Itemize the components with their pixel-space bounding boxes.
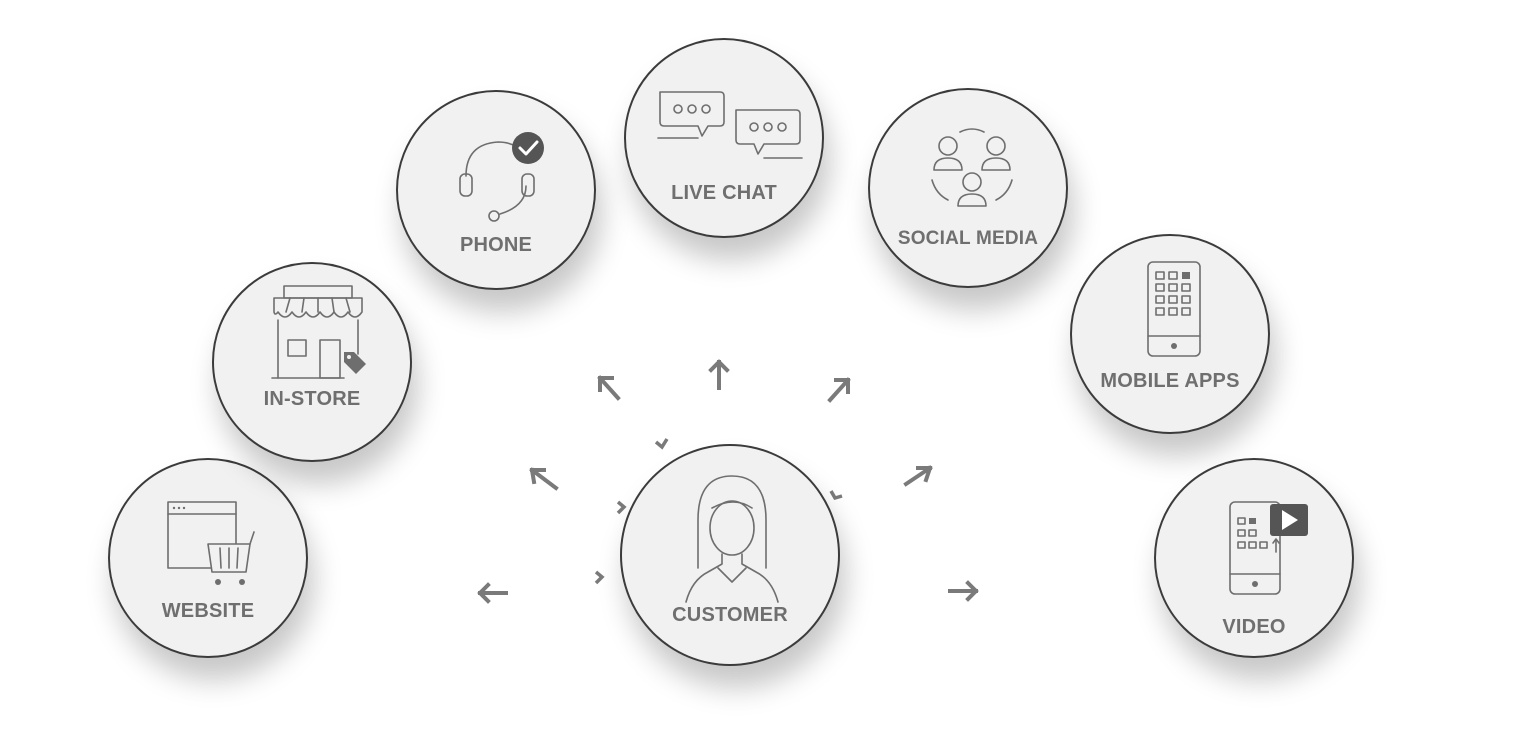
arrow-left-icon — [477, 582, 508, 604]
channel-live-chat-label: LIVE CHAT — [671, 182, 777, 204]
storefront-icon — [271, 285, 366, 379]
chat-bubbles-icon — [657, 91, 803, 159]
browser-cart-icon — [167, 501, 255, 585]
people-network-icon — [931, 128, 1013, 207]
channel-social-media-label: SOCIAL MEDIA — [897, 228, 1039, 249]
channel-in-store: IN-STORE — [212, 262, 412, 462]
customer-person-icon — [685, 475, 779, 603]
chevron-small-icon — [829, 490, 843, 501]
arrow-right-up-icon — [903, 465, 933, 487]
mobile-video-play-icon — [1229, 501, 1308, 595]
arrow-up-left-icon — [597, 375, 621, 401]
channel-video-label: VIDEO — [1222, 616, 1286, 638]
arrow-up-icon — [708, 359, 730, 390]
channel-phone: PHONE — [396, 90, 596, 290]
channel-website-label: WEBSITE — [161, 600, 255, 622]
headset-check-icon — [459, 132, 544, 222]
channel-website: WEBSITE — [108, 458, 308, 658]
channel-social-media: SOCIAL MEDIA — [868, 88, 1068, 288]
channel-mobile-apps: MOBILE APPS — [1070, 234, 1270, 434]
customer-label: CUSTOMER — [672, 604, 788, 626]
chevron-small-icon — [654, 438, 669, 450]
chevron-small-icon — [594, 570, 605, 585]
arrow-right-icon — [948, 580, 979, 602]
channel-in-store-label: IN-STORE — [263, 388, 361, 410]
customer-center: CUSTOMER — [620, 444, 840, 666]
chevron-small-icon — [616, 500, 627, 515]
mobile-grid-icon — [1147, 261, 1201, 357]
channel-mobile-apps-label: MOBILE APPS — [1100, 370, 1240, 392]
channel-phone-label: PHONE — [459, 234, 533, 256]
channel-video: VIDEO — [1154, 458, 1354, 658]
arrow-left-up-icon — [529, 467, 559, 491]
arrow-up-right-icon — [827, 377, 851, 403]
channel-live-chat: LIVE CHAT — [624, 38, 824, 238]
